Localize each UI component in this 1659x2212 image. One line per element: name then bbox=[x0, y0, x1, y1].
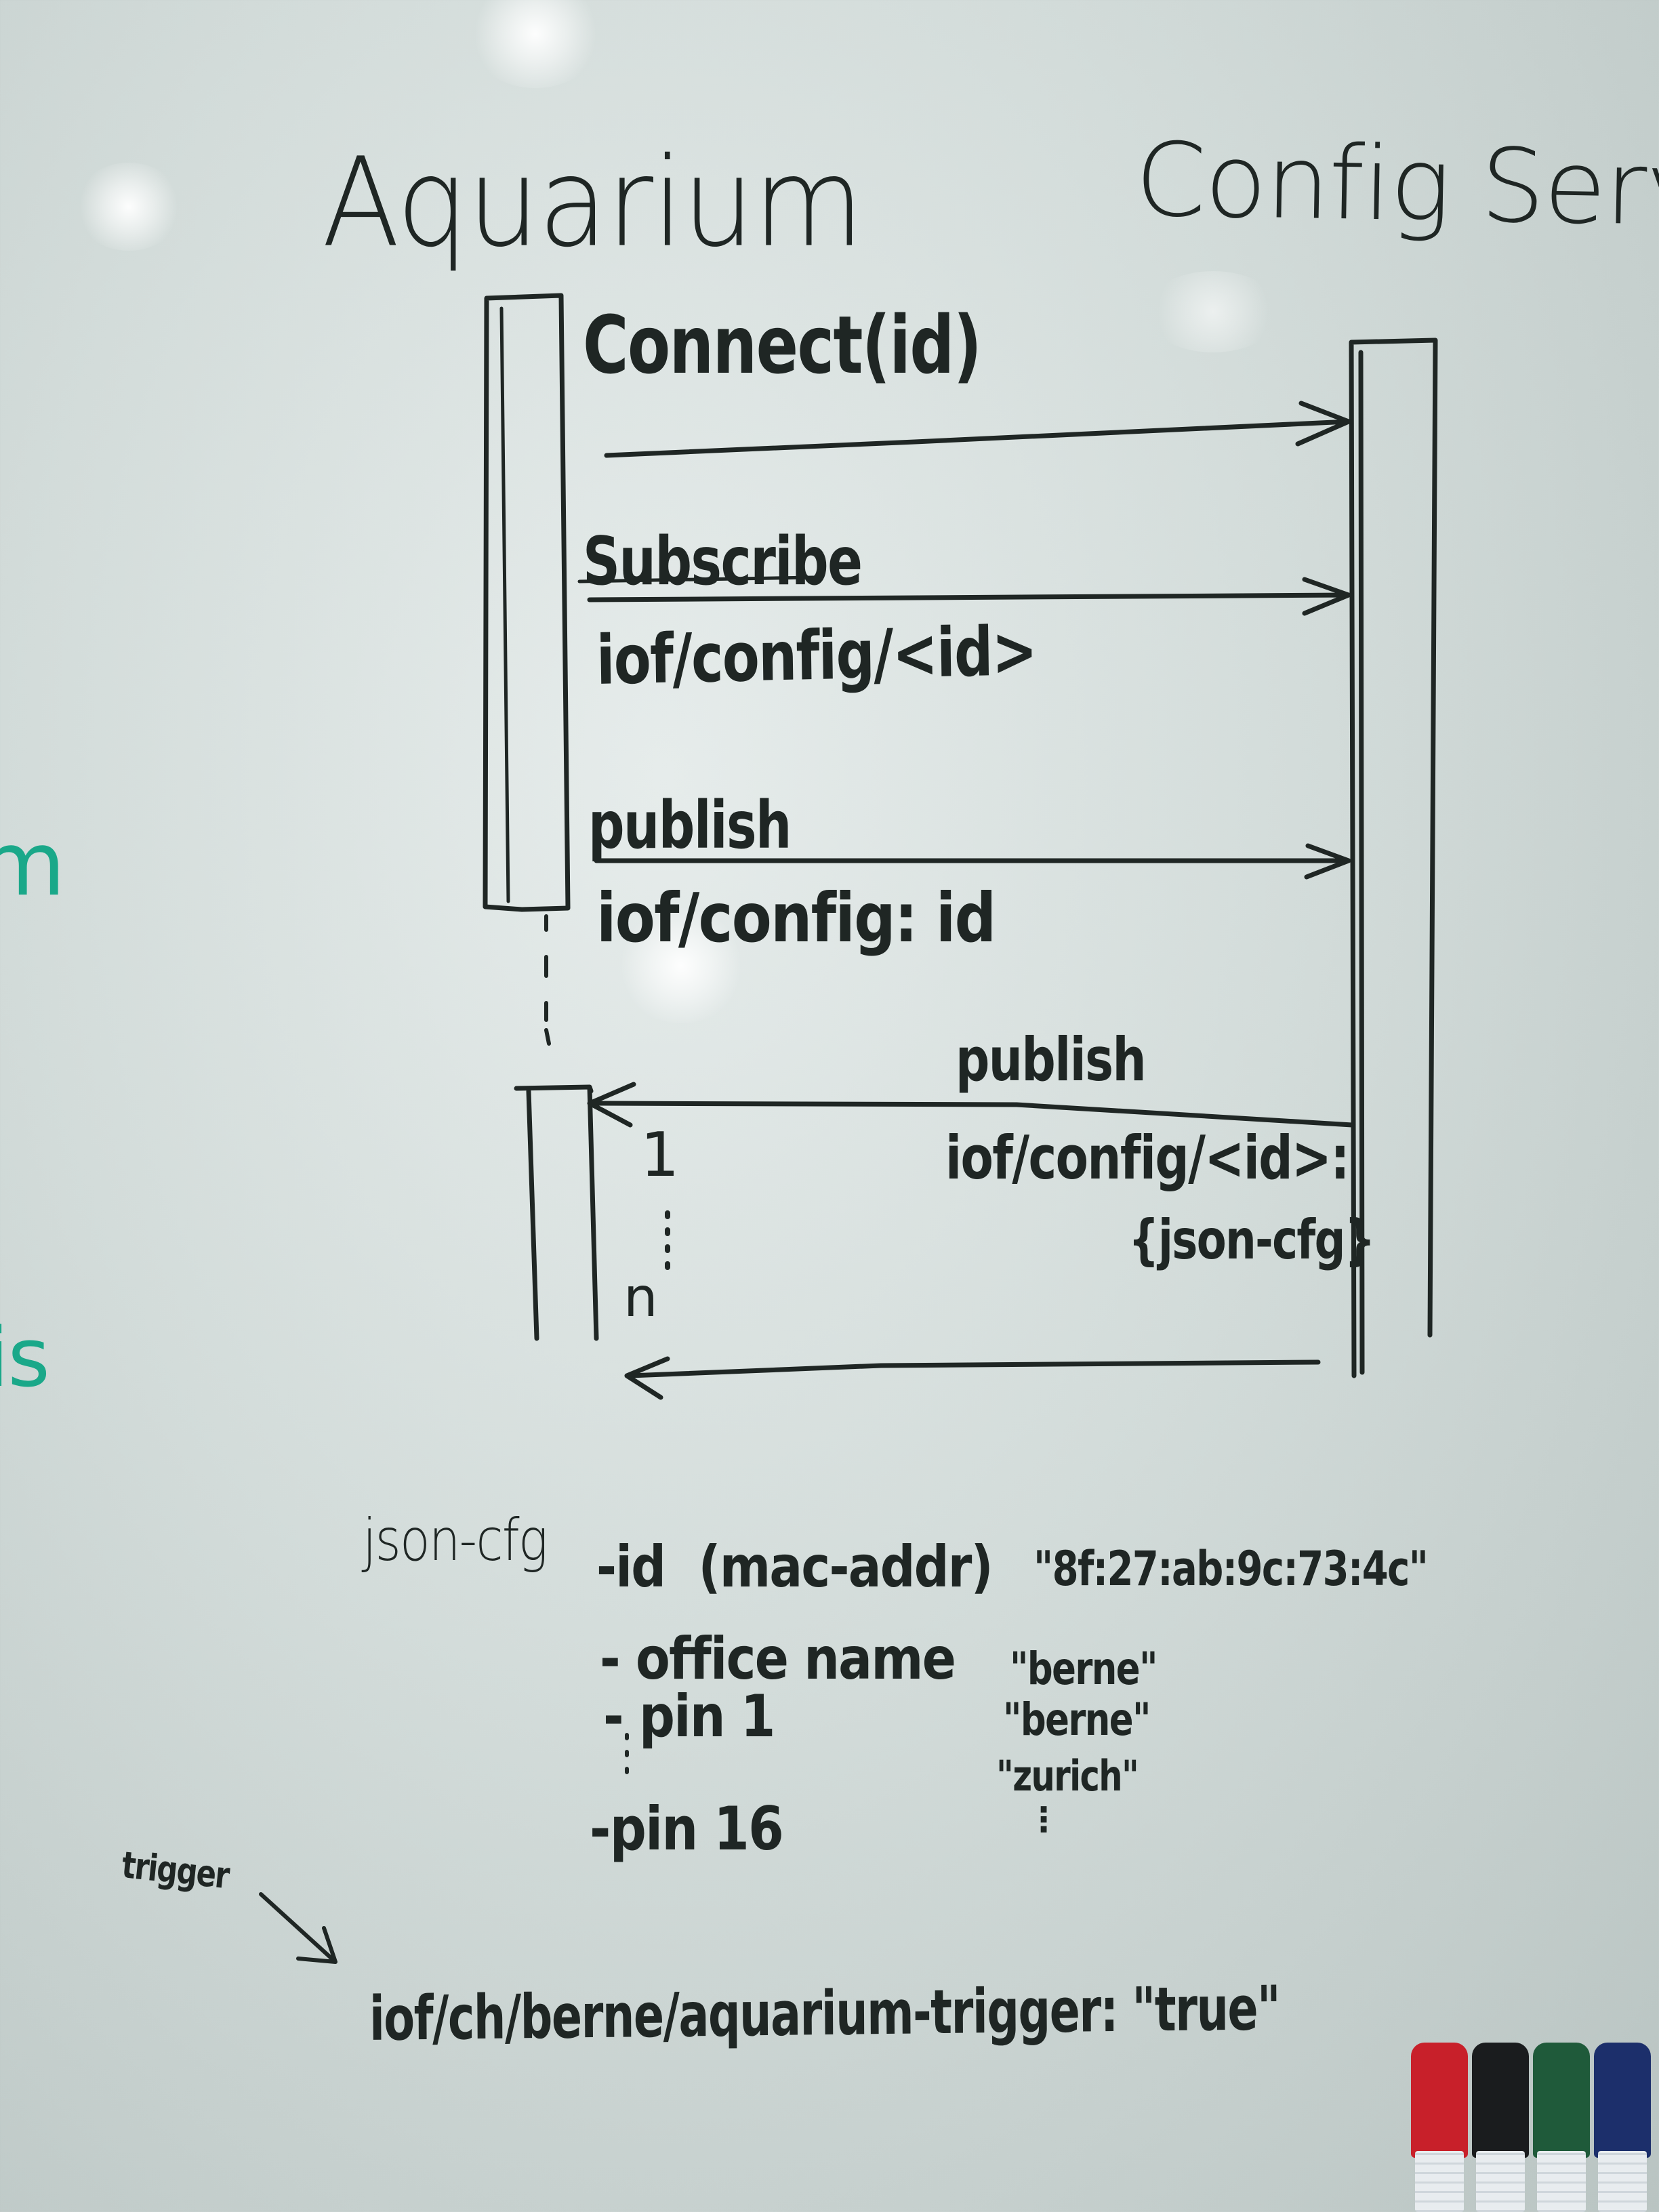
trigger-arrow bbox=[259, 1892, 337, 1964]
light-glare bbox=[75, 163, 183, 251]
publish-arrow bbox=[594, 843, 1351, 880]
edge-fragment-is: is bbox=[0, 1311, 50, 1406]
json-field-pin16: -pin 16 bbox=[590, 1794, 784, 1864]
loop-end-label: n bbox=[623, 1266, 658, 1329]
message-connect-label: Connect(id) bbox=[583, 298, 982, 392]
loop-return-arrow bbox=[624, 1356, 1321, 1400]
trigger-topic: iof/ch/berne/aquarium-trigger: "true" bbox=[369, 1973, 1280, 2055]
light-glare bbox=[468, 0, 603, 88]
light-glare bbox=[617, 908, 745, 1023]
aquarium-lifeline bbox=[544, 914, 551, 1046]
json-values-ellipsis: ⋮ bbox=[1027, 1800, 1061, 1839]
connect-arrow bbox=[604, 401, 1351, 458]
loop-start-label: 1 bbox=[640, 1120, 679, 1191]
message-publish-back-topic: iof/config/<id>: bbox=[945, 1123, 1350, 1193]
green-marker bbox=[1533, 2043, 1590, 2212]
config-service-activation-bar bbox=[1349, 337, 1438, 1378]
json-value-id: "8f:27:ab:9c:73:4c" bbox=[1033, 1541, 1429, 1597]
publish-return-arrow bbox=[587, 1082, 1355, 1128]
json-cfg-title: json-cfg bbox=[363, 1507, 548, 1574]
json-value-pin1: "berne" bbox=[1003, 1694, 1151, 1746]
json-value-pin16: "zurich" bbox=[996, 1751, 1139, 1801]
red-marker bbox=[1411, 2043, 1468, 2212]
subscribe-arrow bbox=[587, 577, 1351, 616]
aquarium-activation-bar bbox=[483, 293, 571, 912]
message-subscribe-topic: iof/config/<id> bbox=[596, 611, 1037, 700]
participant-aquarium: Aquarium bbox=[322, 131, 864, 274]
message-subscribe-label: Subscribe bbox=[583, 523, 863, 600]
message-publish-label: publish bbox=[588, 787, 792, 863]
black-marker bbox=[1472, 2043, 1529, 2212]
participant-config-service: Config Service bbox=[1134, 121, 1659, 252]
trigger-label: trigger bbox=[119, 1843, 231, 1898]
json-field-id: -id (mac-addr) bbox=[596, 1534, 994, 1600]
json-value-office-name: "berne" bbox=[1010, 1643, 1158, 1695]
blue-marker bbox=[1594, 2043, 1651, 2212]
edge-fragment-m: m bbox=[0, 813, 66, 916]
message-publish-back-payload: {json-cfg} bbox=[1128, 1208, 1375, 1271]
json-field-pin1: - pin 1 bbox=[603, 1683, 775, 1750]
json-field-office-name: - office name bbox=[600, 1625, 956, 1693]
message-publish-back-label: publish bbox=[956, 1025, 1147, 1094]
aquarium-activation-bar-2 bbox=[514, 1084, 599, 1341]
light-glare bbox=[1145, 271, 1281, 352]
message-publish-topic: iof/config: id bbox=[596, 878, 996, 958]
